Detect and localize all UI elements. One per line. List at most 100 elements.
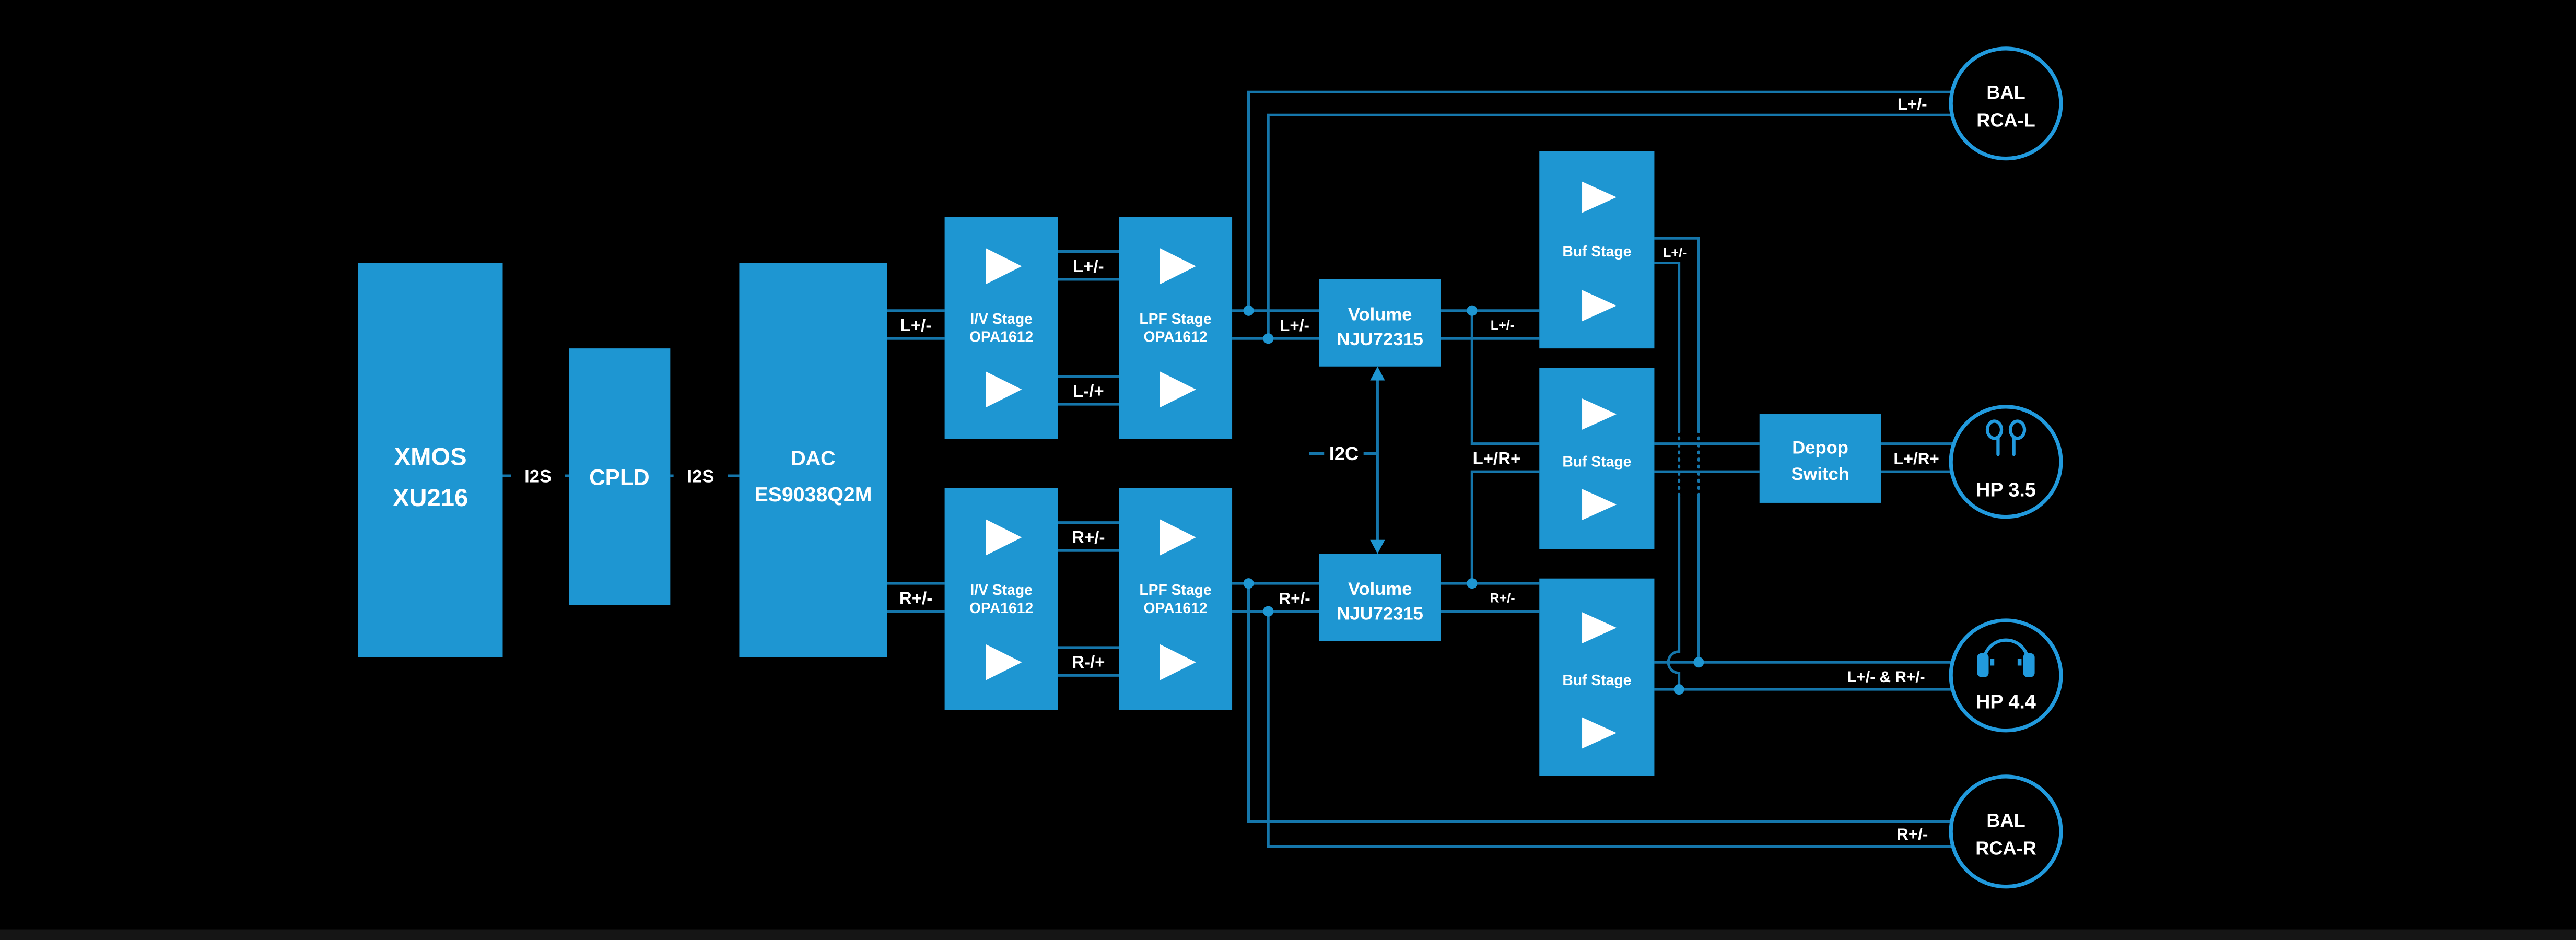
- headphones-icon: [1977, 638, 2035, 677]
- bottom-bar: [0, 929, 2576, 940]
- lpf-stage-top-block: [1119, 217, 1233, 439]
- label-hp44-feed: L+/- & R+/-: [1847, 668, 1925, 686]
- hp-44-label: HP 4.4: [1976, 690, 2036, 712]
- bal-rca-r-label-1: BAL: [1986, 809, 2025, 831]
- volume-bottom-label-2: NJU72315: [1337, 604, 1423, 624]
- cpld-block: [569, 348, 671, 605]
- label-bg: [673, 463, 728, 488]
- iv-stage-top-block: [944, 217, 1058, 439]
- amp-triangle-icon: [1160, 248, 1196, 285]
- lpf-stage-bottom-block: [1119, 488, 1233, 710]
- port-circle: [1949, 46, 2063, 161]
- xmos-label-2: XU216: [393, 484, 468, 512]
- label-dac-out-right: R+/-: [899, 588, 932, 607]
- blocks: XMOS XU216 CPLD DAC ES9038Q2M I/V Stage …: [358, 151, 1881, 776]
- output-ports: BAL RCA-L HP 3.5 HP 4.4: [1949, 46, 2063, 889]
- port-circle: [1949, 774, 2063, 889]
- label-bg: [1656, 241, 1694, 262]
- hp-35-label: HP 3.5: [1976, 478, 2036, 500]
- wire-rail-rca-l-1: [1247, 90, 1952, 311]
- lpf-bot-label-1: LPF Stage: [1139, 581, 1211, 598]
- crossing-dashed-wires: [1678, 429, 1700, 498]
- label-bg: [1273, 586, 1316, 608]
- label-lpf-vol-left: L+/-: [1280, 316, 1309, 335]
- label-bg: [1059, 379, 1117, 402]
- iv-top-label-1: I/V Stage: [970, 310, 1033, 327]
- label-i2s-1: I2S: [524, 467, 552, 487]
- label-bg: [1459, 446, 1535, 469]
- amp-triangle-icon: [1582, 612, 1617, 643]
- earbuds-icon: [1985, 419, 2027, 456]
- lpf-top-label-2: OPA1612: [1143, 328, 1207, 345]
- iv-top-label-2: OPA1612: [969, 328, 1033, 345]
- buf-stage-top-block: [1539, 151, 1655, 349]
- amp-triangle-icon: [986, 644, 1022, 680]
- wire-rail-rca-r-1: [1247, 583, 1952, 823]
- hp-44-port: HP 4.4: [1949, 618, 2063, 733]
- wire-buftop-down-a1: [1654, 237, 1700, 431]
- volume-bottom-block: [1319, 554, 1441, 641]
- bal-rca-r-label-2: RCA-R: [1975, 837, 2036, 859]
- i2c-arrowhead-down-icon: [1370, 539, 1385, 554]
- wire-labels: I2S I2S I2C L+/- R+/- L+/- L-/+ R+/- R-/…: [511, 94, 1949, 843]
- bal-rca-r-port: BAL RCA-R: [1949, 774, 2063, 889]
- lpf-top-label-1: LPF Stage: [1139, 310, 1211, 327]
- buf-stage-bottom-block: [1539, 578, 1655, 776]
- amp-triangle-icon: [1582, 181, 1617, 213]
- amp-triangle-icon: [1582, 290, 1617, 322]
- junction-dots: [1243, 305, 1704, 695]
- wire-buftop-down-b1: [1654, 261, 1681, 431]
- label-bg: [888, 585, 943, 609]
- volume-top-label-1: Volume: [1348, 305, 1412, 325]
- amp-triangle-icon: [1582, 398, 1617, 430]
- amp-triangle-icon: [1160, 519, 1196, 556]
- label-volume-out-right: R+/-: [1490, 591, 1515, 605]
- junction-dot: [1263, 606, 1274, 617]
- junction-dot: [1467, 305, 1478, 316]
- bal-rca-l-label-1: BAL: [1986, 81, 2025, 103]
- amp-triangle-icon: [986, 248, 1022, 285]
- iv-bot-label-2: OPA1612: [969, 600, 1033, 616]
- depop-label-1: Depop: [1792, 438, 1848, 458]
- label-rca-right-feed: R+/-: [1896, 825, 1928, 843]
- iv-stage-bottom-block: [944, 488, 1058, 710]
- dac-label-2: ES9038Q2M: [754, 483, 872, 506]
- label-bg: [1059, 254, 1117, 277]
- label-bg: [1273, 314, 1316, 335]
- buf-mid-label: Buf Stage: [1562, 453, 1631, 470]
- xmos-block: [358, 263, 503, 657]
- wire-rail-rca-r-2: [1267, 611, 1953, 848]
- wire-rail-rca-l-2: [1267, 113, 1952, 339]
- bal-rca-l-port: BAL RCA-L: [1949, 46, 2063, 161]
- label-i2c: I2C: [1329, 443, 1359, 464]
- amp-triangle-icon: [1582, 489, 1617, 520]
- hp-35-port: HP 3.5: [1949, 405, 2063, 519]
- cpld-label: CPLD: [589, 465, 650, 489]
- label-bg: [1059, 650, 1117, 673]
- label-iv-lpf-top-pos: L+/-: [1073, 256, 1104, 276]
- volume-top-label-2: NJU72315: [1337, 330, 1423, 349]
- junction-dot: [1243, 305, 1254, 316]
- label-iv-lpf-bot-neg: R-/+: [1072, 652, 1105, 672]
- label-bg: [1886, 446, 1949, 468]
- xmos-label-1: XMOS: [394, 443, 467, 471]
- depop-switch-block: [1759, 414, 1881, 503]
- label-bg: [511, 463, 566, 488]
- bal-rca-l-label-2: RCA-L: [1976, 109, 2035, 131]
- label-i2s-2: I2S: [687, 467, 715, 487]
- label-bg: [1059, 525, 1117, 548]
- label-bg: [1882, 94, 1942, 114]
- label-bg: [1882, 824, 1942, 843]
- port-circle: [1949, 405, 2063, 519]
- wire-vol-bot-midbuf: [1470, 470, 1540, 584]
- wire-vol-top-midbuf: [1470, 310, 1540, 445]
- amp-triangle-icon: [1160, 644, 1196, 680]
- junction-dot: [1263, 333, 1274, 344]
- label-rca-left-feed: L+/-: [1898, 95, 1927, 113]
- junction-dot: [1243, 578, 1254, 589]
- label-dac-out-left: L+/-: [900, 315, 932, 335]
- junction-dot: [1673, 684, 1684, 695]
- junction-dot: [1693, 657, 1704, 668]
